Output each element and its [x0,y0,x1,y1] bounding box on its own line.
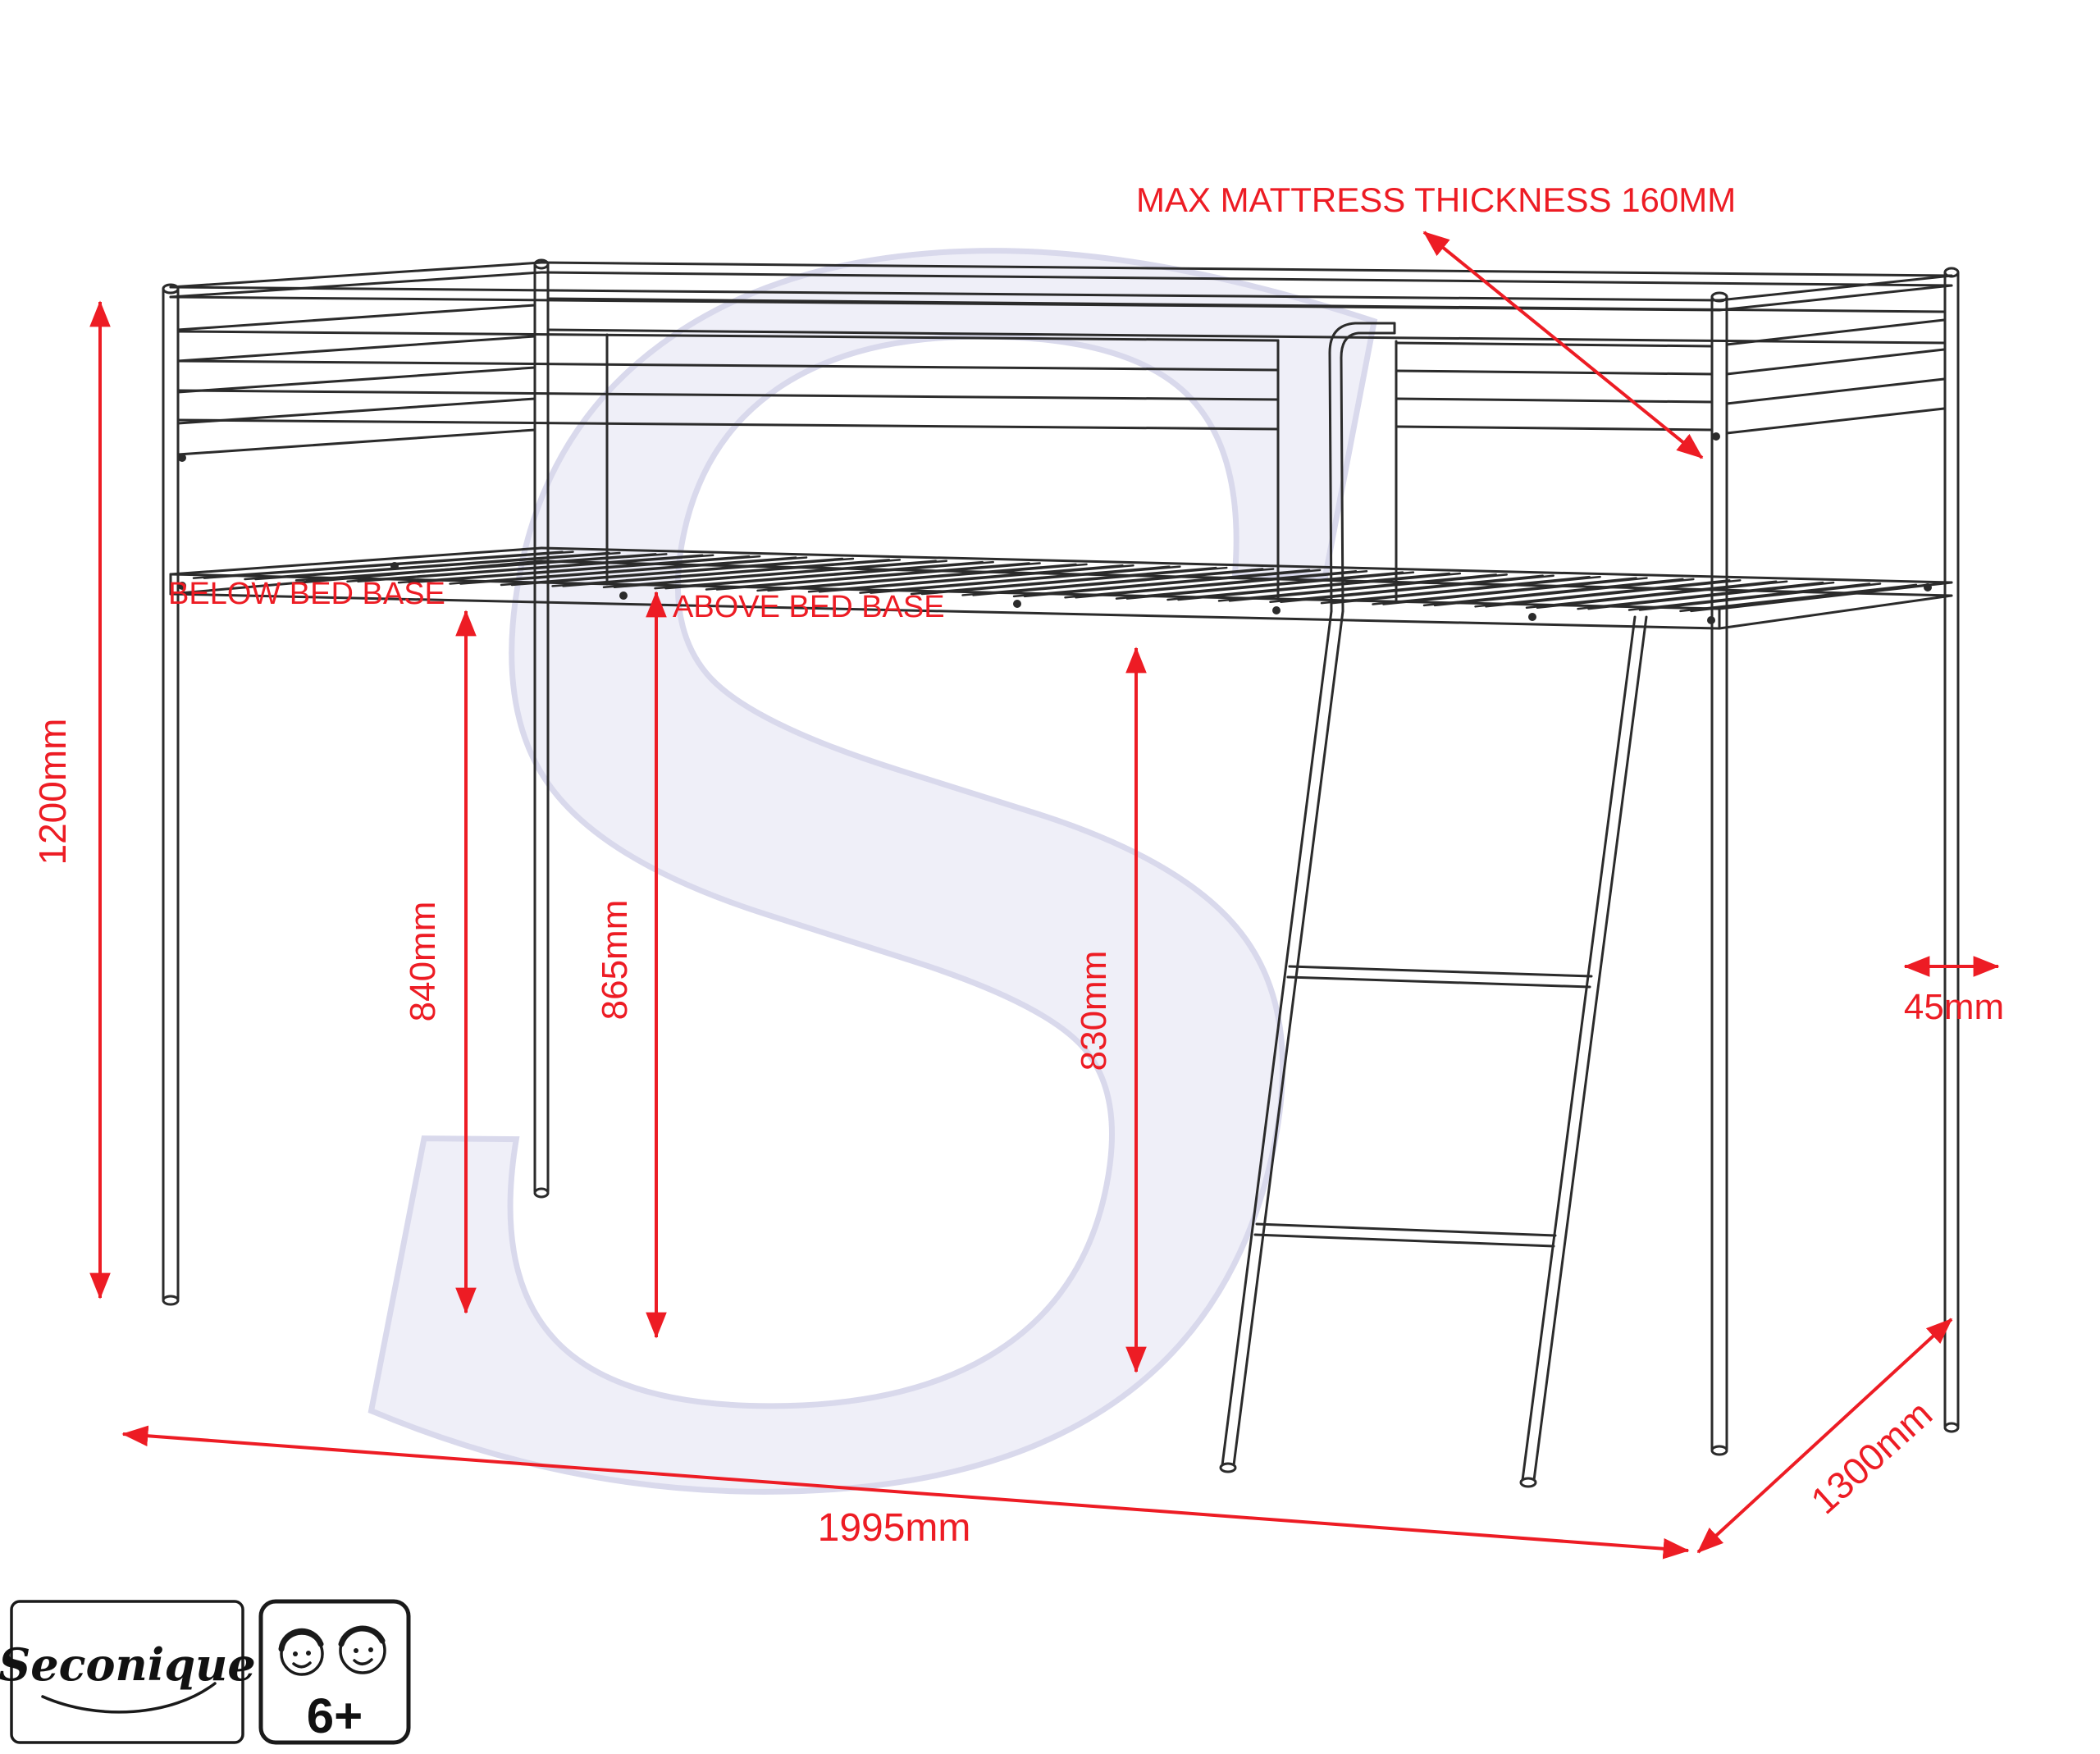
dimension-length-label: 1995mm [818,1506,971,1550]
bolt-details [178,432,1932,624]
dimension-length-arrow [121,1425,1690,1560]
above-bed-base-label: ABOVE BED BASE [673,590,945,624]
bed-frame-drawing [162,258,1960,1488]
left-end-rails [176,304,536,456]
max-mattress-arrow [1422,231,1704,459]
below-bed-base-label: BELOW BED BASE [168,577,445,611]
dimension-clearance-label: 830mm [1074,951,1114,1071]
bed-base-slats [192,550,1929,613]
ladder-rungs [1253,965,1593,1248]
front-guard-rails-left [176,330,1280,601]
ladder [1219,322,1648,1488]
dimension-above-base-label: 865mm [595,900,635,1021]
dimension-leg-width-label: 45mm [1904,987,2004,1027]
brand-logo-flourish [41,1682,217,1714]
brand-logo-box: Seconique [0,1600,256,1744]
age-rating-box: 6+ [258,1599,411,1745]
kids-faces-icon [278,1625,386,1676]
footer-logos: Seconique 6+ [0,1599,411,1745]
max-mattress-label: MAX MATTRESS THICKNESS 160MM [1136,180,1736,219]
brand-logo-text: Seconique [0,1638,256,1691]
dimension-overall-height-label: 1200mm [31,719,74,866]
dimension-below-base-label: 840mm [403,902,443,1022]
age-rating-text: 6+ [307,1688,363,1743]
dimension-depth-arrow [1696,1318,1953,1554]
rear-guard-rails [546,297,1947,345]
